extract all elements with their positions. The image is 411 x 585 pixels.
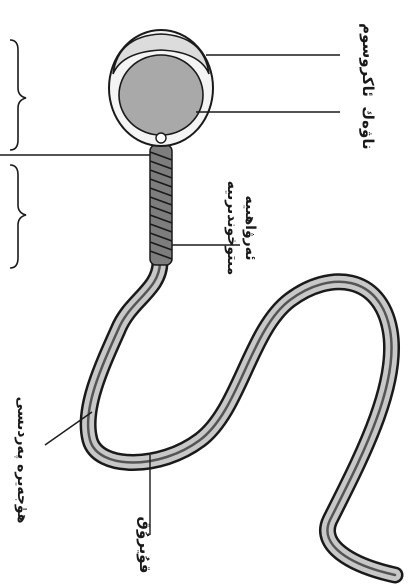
mitochondria-label-line1: مىتوخوندىرىيە	[224, 181, 240, 276]
mitochondria-label-line2: ئەرۋاھىيە	[242, 196, 258, 261]
sperm-head	[109, 30, 213, 146]
head-bracket	[10, 40, 26, 150]
tail-label: قۇيرۇق	[136, 517, 154, 574]
nucleus-shape	[119, 55, 203, 135]
tail	[88, 262, 395, 575]
tail-fill	[88, 262, 395, 575]
centriole	[156, 133, 166, 143]
midpiece	[150, 145, 172, 265]
midpiece-bracket	[10, 165, 26, 268]
plasma-membrane-label: ھۈجەيرە پەردىسى	[14, 397, 30, 524]
nucleus-label: ناۋەك	[359, 106, 377, 149]
acrosome-label: ئاكروسوم	[359, 23, 377, 97]
